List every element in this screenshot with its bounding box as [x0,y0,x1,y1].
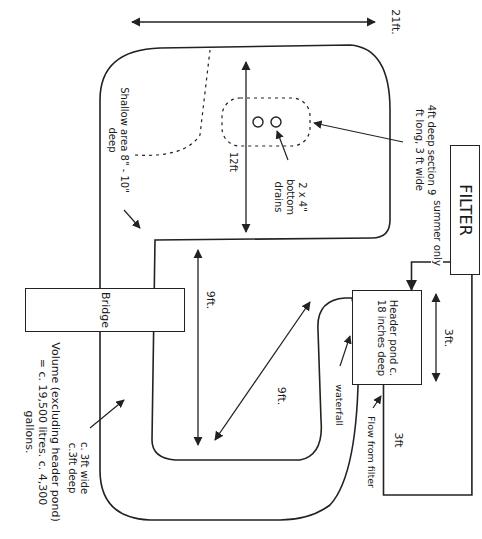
channel-note: c. 3ft wide c.3ft deep [66,430,90,506]
leader-line [90,400,124,428]
dimension-label: 21ft. [388,7,401,37]
flow-note: Flow from filter [365,414,376,490]
dimension-arrow [245,62,246,232]
header-pond-box: Header pond c. 18 inches deep [352,290,422,385]
bottom-drain [271,117,281,127]
filter-box: FILTER [450,145,480,275]
node-text: Header pond c. 18 inches deep [375,295,399,381]
pond-outline [100,45,390,520]
deep-section [222,98,310,146]
pipe-label: summer only [431,198,443,268]
section-note: 4ft deep section 9 ft long, 3 ft wide [413,98,437,202]
bottom-drain [253,117,263,127]
node-text: Bridge [98,292,111,328]
dimension-arrow [215,302,310,440]
leader-line [373,396,381,408]
dimension-arrow [435,294,436,381]
dimension-label: 3ft. [441,327,454,350]
dimension-arrow [197,250,198,445]
dimension-label: 12ft [227,150,239,174]
shallow-boundary [135,50,210,155]
leader-line [124,210,140,228]
volume-note: Volume (excluding header pond) = c. 19,5… [22,335,62,529]
area-note: Shallow area 8" - 10" deep [106,74,130,206]
waterfall-note: waterfall [333,382,344,428]
dimension-label: 9ft. [203,289,216,312]
leader-line [314,123,403,142]
bridge-box: Bridge [25,288,185,332]
drain-note: 2 x 4" bottom drains [272,164,308,230]
dimension-label: 3ft [391,431,404,450]
node-text: FILTER [455,184,474,236]
leader-line [277,131,288,160]
dimension-label: 9ft. [274,385,287,408]
dimension-arrow [132,21,375,22]
leader-line [340,336,350,366]
